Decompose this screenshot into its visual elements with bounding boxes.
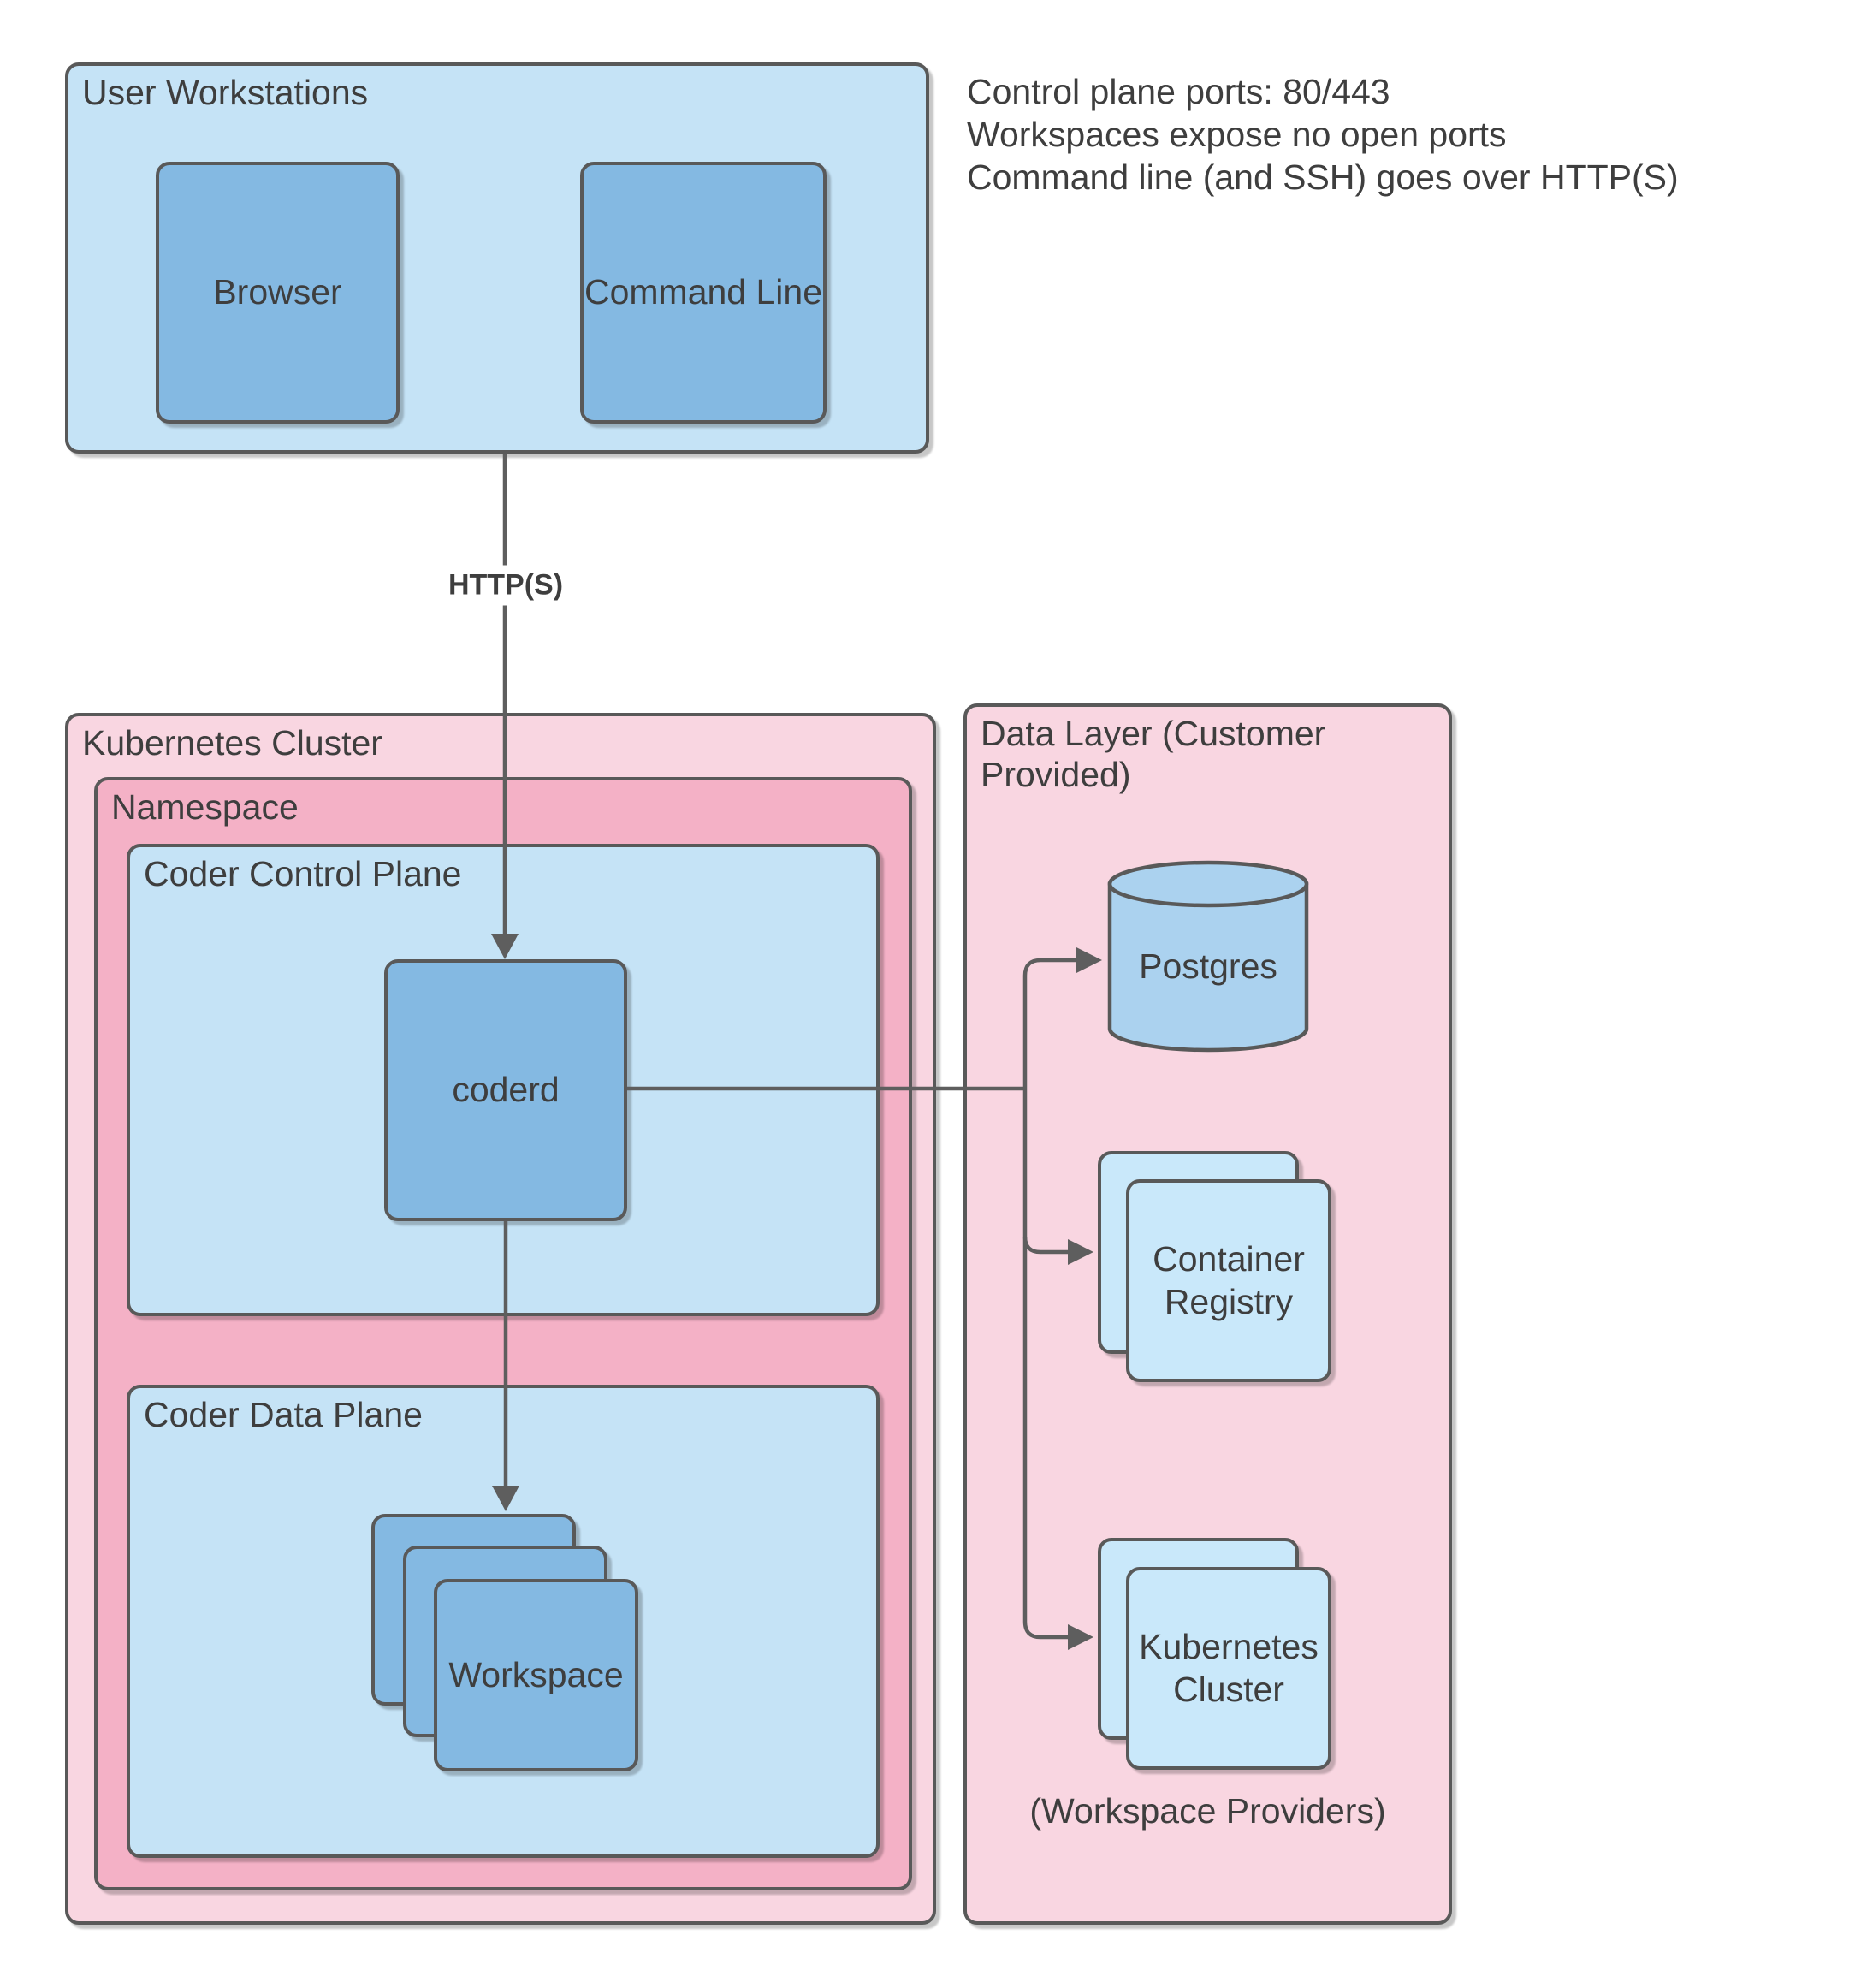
annotation-notes: Control plane ports: 80/443 Workspaces e… [967, 70, 1788, 199]
edge-label-https: HTTP(S) [439, 565, 572, 606]
node-command-line-label: Command Line [584, 272, 823, 312]
caption-workspace-providers: (Workspace Providers) [1029, 1791, 1386, 1831]
annotation-line-3: Command line (and SSH) goes over HTTP(S) [967, 157, 1679, 197]
group-coder-control-plane-label: Coder Control Plane [144, 854, 462, 893]
node-command-line: Command Line [580, 162, 827, 424]
node-workspace: Workspace [434, 1579, 638, 1771]
group-namespace-label: Namespace [111, 787, 299, 827]
node-browser: Browser [156, 162, 400, 424]
group-data-layer-label: Data Layer (Customer Provided) [981, 714, 1326, 794]
node-browser-label: Browser [213, 272, 342, 312]
group-kubernetes-cluster-label: Kubernetes Cluster [82, 723, 382, 763]
annotation-line-2: Workspaces expose no open ports [967, 115, 1507, 154]
node-container-registry-label: Container Registry [1153, 1239, 1305, 1321]
node-postgres-label: Postgres [1139, 947, 1277, 986]
group-coder-data-plane-label: Coder Data Plane [144, 1395, 423, 1434]
node-workspace-label: Workspace [448, 1654, 624, 1694]
node-container-registry: Container Registry [1126, 1179, 1331, 1382]
node-kubernetes-cluster-provider-label: Kubernetes Cluster [1139, 1627, 1319, 1709]
node-coderd-label: coderd [452, 1070, 560, 1110]
annotation-line-1: Control plane ports: 80/443 [967, 72, 1390, 111]
node-coderd: coderd [384, 959, 627, 1221]
node-kubernetes-cluster-provider: Kubernetes Cluster [1126, 1567, 1331, 1770]
group-user-workstations-label: User Workstations [82, 73, 369, 112]
